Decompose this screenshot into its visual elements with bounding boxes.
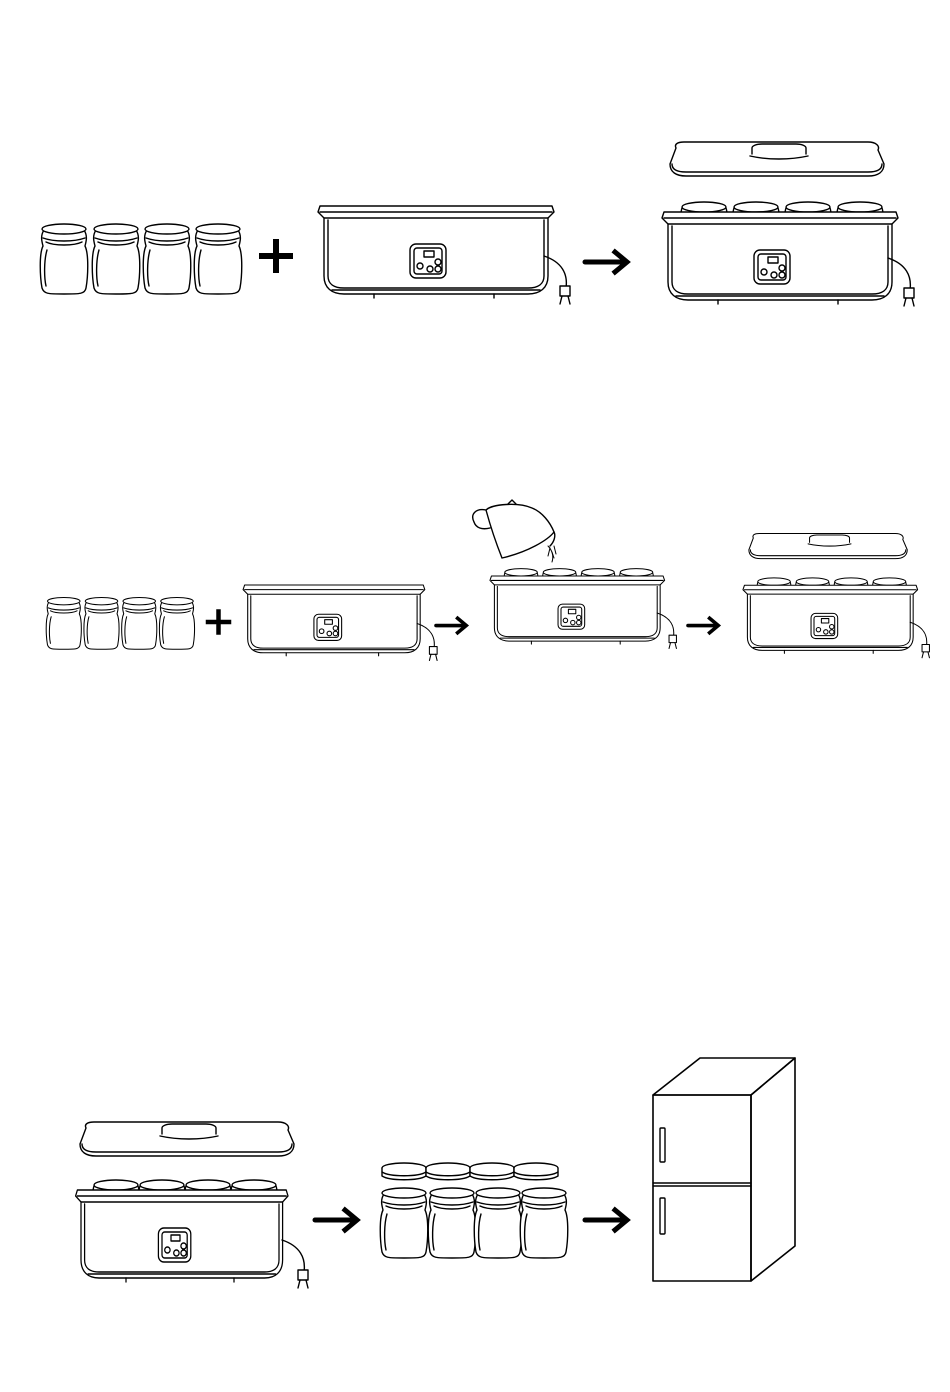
yogurt-maker-icon bbox=[243, 585, 425, 656]
arrow-icon bbox=[585, 1210, 627, 1230]
jar-icon bbox=[46, 597, 81, 649]
yogurt-maker-icon bbox=[662, 212, 898, 304]
maker-with-jars-and-lid bbox=[662, 142, 914, 306]
lid-icon bbox=[670, 142, 884, 176]
jar-icon bbox=[194, 224, 242, 294]
jar-icon bbox=[84, 597, 119, 649]
yogurt-maker-icon bbox=[490, 576, 665, 644]
yogurt-maker-icon bbox=[76, 1190, 288, 1282]
maker-with-jars-and-pitcher bbox=[473, 500, 677, 649]
plus-icon bbox=[208, 612, 229, 633]
jar-group bbox=[46, 597, 194, 649]
step-2 bbox=[46, 500, 929, 660]
arrow-icon bbox=[688, 618, 718, 632]
step-1 bbox=[40, 142, 914, 306]
lid-icon bbox=[80, 1122, 294, 1156]
pitcher-icon bbox=[473, 500, 556, 562]
refrigerator-icon bbox=[653, 1058, 795, 1281]
lid-icon bbox=[470, 1163, 514, 1180]
arrow-icon bbox=[585, 252, 627, 272]
maker-base bbox=[243, 585, 437, 660]
lid-icon bbox=[382, 1163, 426, 1180]
yogurt-maker-icon bbox=[318, 206, 554, 298]
jar-icon bbox=[159, 597, 194, 649]
jar-icon bbox=[520, 1188, 568, 1258]
maker-with-jars-and-lid bbox=[743, 533, 929, 657]
yogurt-maker-icon bbox=[743, 585, 918, 653]
jar-icon bbox=[40, 224, 88, 294]
jar-icon bbox=[474, 1188, 522, 1258]
lidded-jars bbox=[380, 1163, 568, 1258]
jar-icon bbox=[143, 224, 191, 294]
jar-icon bbox=[380, 1188, 428, 1258]
jar-icon bbox=[122, 597, 157, 649]
maker-base bbox=[318, 206, 570, 304]
maker-with-jars-and-lid bbox=[76, 1122, 308, 1288]
arrow-icon bbox=[315, 1210, 357, 1230]
lid-icon bbox=[514, 1163, 558, 1180]
refrigerator bbox=[653, 1058, 795, 1281]
arrow-icon bbox=[436, 618, 466, 632]
step-3 bbox=[76, 1058, 795, 1288]
lid-icon bbox=[749, 533, 907, 558]
jar-icon bbox=[428, 1188, 476, 1258]
jar-group bbox=[40, 224, 242, 294]
plus-icon bbox=[262, 242, 290, 270]
lid-icon bbox=[426, 1163, 470, 1180]
jar-icon bbox=[92, 224, 140, 294]
power-plug-icon bbox=[282, 1240, 308, 1288]
